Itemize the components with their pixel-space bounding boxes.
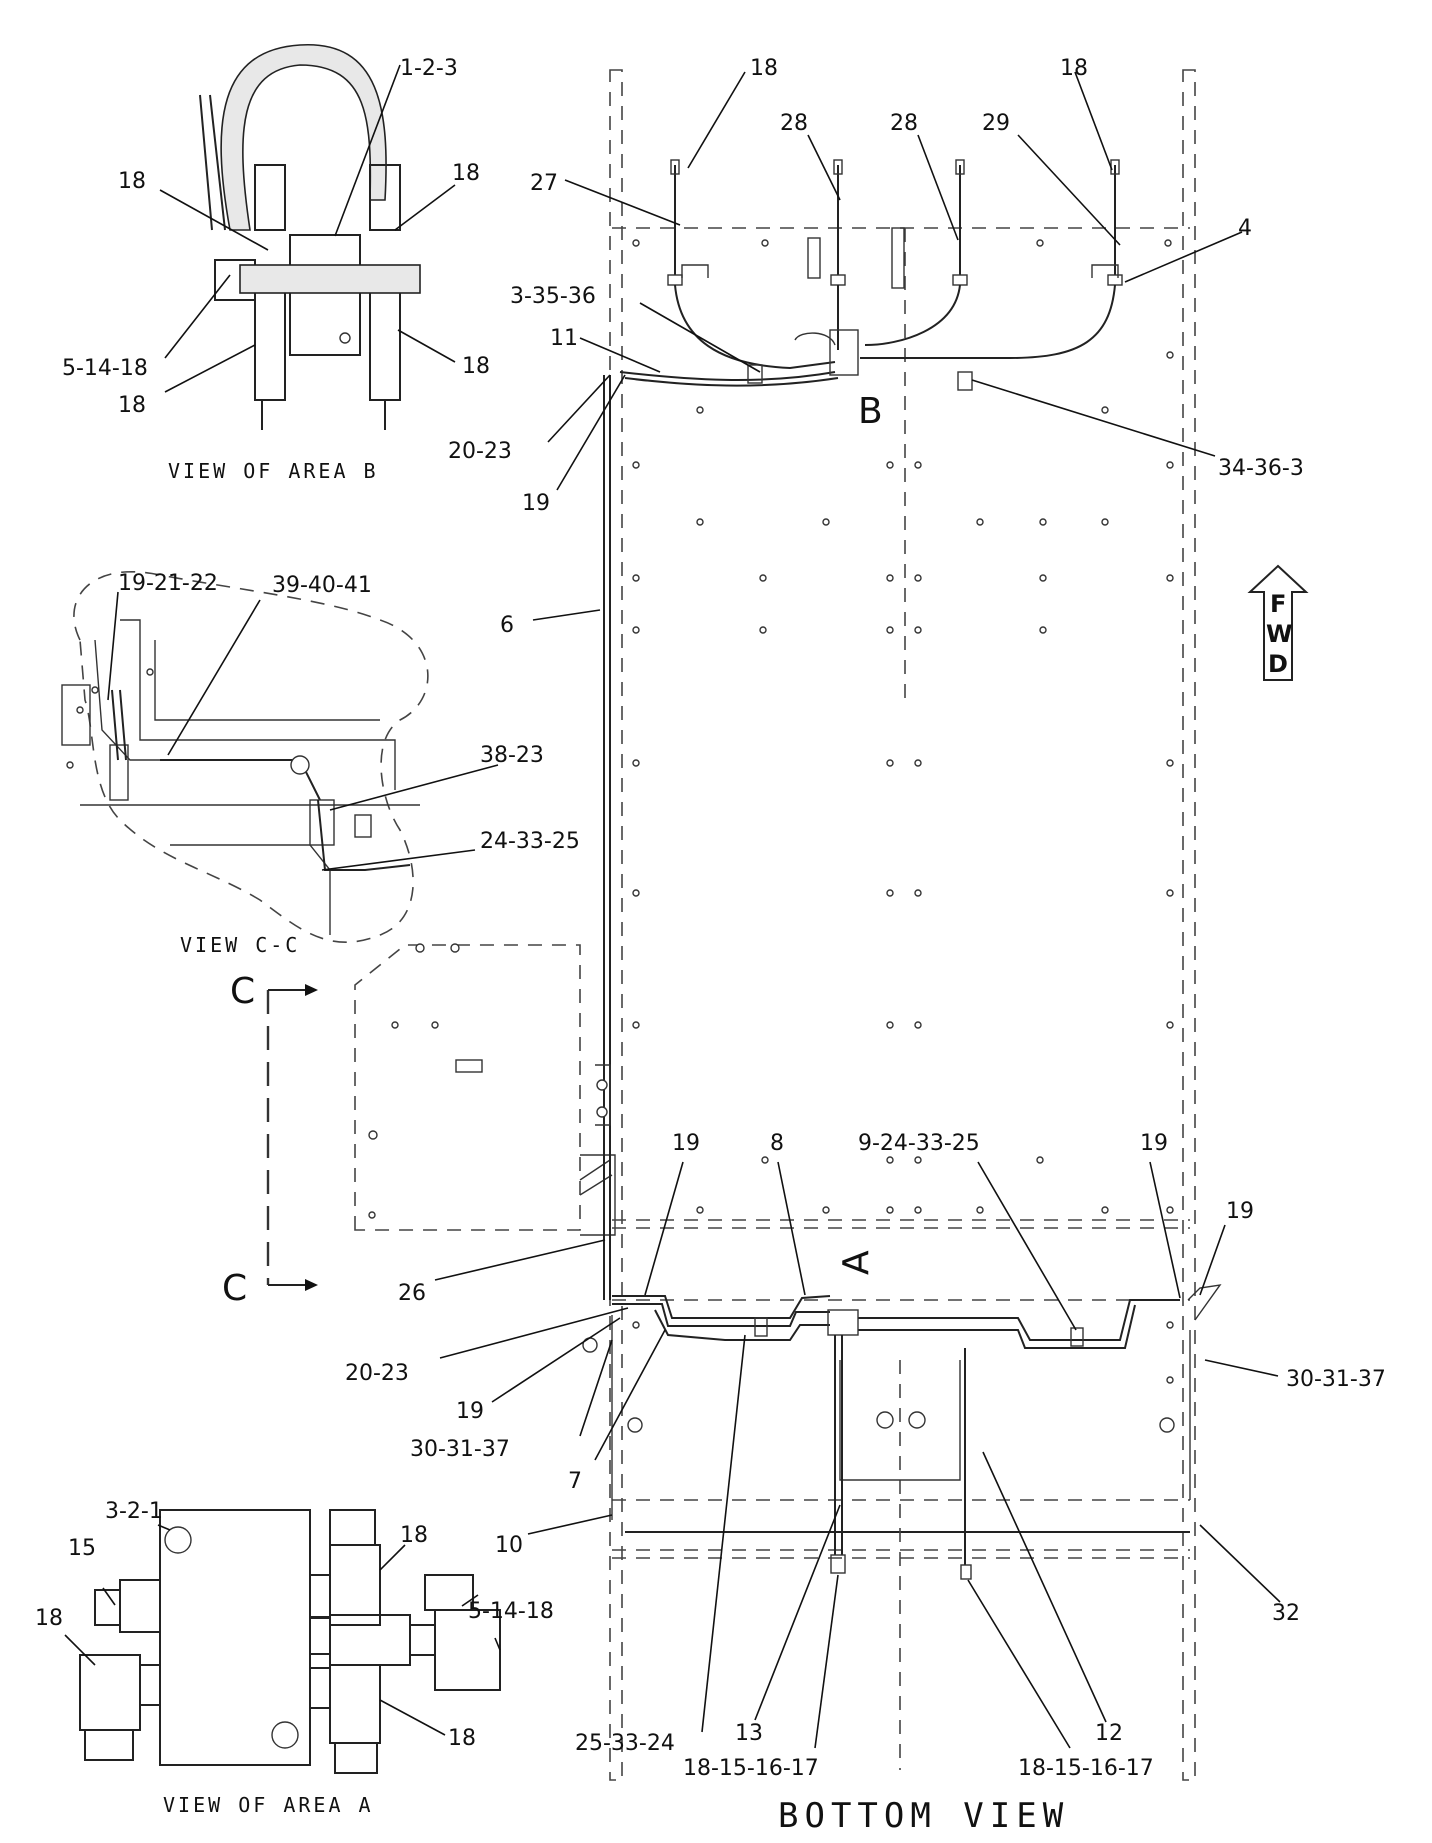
- view-area-b-caption: VIEW OF AREA B: [168, 459, 379, 483]
- callout-19: 19: [456, 1399, 484, 1424]
- bottom-view-frame: [595, 69, 1196, 1781]
- callout-6: 6: [500, 613, 514, 638]
- callout-18-15-16-17: 18-15-16-17: [683, 1756, 819, 1781]
- callout-28: 28: [890, 111, 918, 136]
- callout-19: 19: [1140, 1131, 1168, 1156]
- callout-11: 11: [550, 326, 578, 351]
- callout-20-23: 20-23: [345, 1361, 409, 1386]
- view-c-c-caption: VIEW C-C: [180, 933, 300, 957]
- section-marker-c-top: C: [230, 971, 255, 1012]
- callout-18: 18: [118, 169, 146, 194]
- callout-29: 29: [982, 111, 1010, 136]
- detail-view-area-b: 1-2-3 18 18 5-14-18 18 18 VIEW OF AREA B: [62, 44, 490, 483]
- callout-18: 18: [448, 1726, 476, 1751]
- callout-38-23: 38-23: [480, 743, 544, 768]
- callout-5-14-18: 5-14-18: [468, 1599, 554, 1624]
- callout-18: 18: [462, 354, 490, 379]
- callout-27: 27: [530, 171, 558, 196]
- callout-18: 18: [118, 393, 146, 418]
- callout-30-31-37: 30-31-37: [410, 1437, 510, 1462]
- callout-18: 18: [400, 1523, 428, 1548]
- callout-18-15-16-17: 18-15-16-17: [1018, 1756, 1154, 1781]
- callout-1-2-3: 1-2-3: [400, 56, 458, 81]
- detail-view-c-c: 19-21-22 39-40-41 38-23 24-33-25 VIEW C-…: [61, 570, 580, 957]
- callout-9-24-33-25: 9-24-33-25: [858, 1131, 980, 1156]
- fwd-letter-w: W: [1266, 620, 1292, 648]
- callout-12: 12: [1095, 1721, 1123, 1746]
- callout-32: 32: [1272, 1601, 1300, 1626]
- callout-26: 26: [398, 1281, 426, 1306]
- callout-19: 19: [522, 491, 550, 516]
- callout-15: 15: [68, 1536, 96, 1561]
- callout-19: 19: [1226, 1199, 1254, 1224]
- callout-5-14-18: 5-14-18: [62, 356, 148, 381]
- area-marker-b: B: [858, 391, 883, 432]
- callout-8: 8: [770, 1131, 784, 1156]
- callout-3-35-36: 3-35-36: [510, 284, 596, 309]
- callout-19: 19: [672, 1131, 700, 1156]
- callout-10: 10: [495, 1533, 523, 1558]
- callout-4: 4: [1238, 216, 1252, 241]
- callout-25-33-24: 25-33-24: [575, 1731, 675, 1756]
- callout-28: 28: [780, 111, 808, 136]
- callout-3-2-1: 3-2-1: [105, 1499, 163, 1524]
- detail-view-area-a: 3-2-1 15 18 18 5-14-18 18 VIEW OF AREA A: [35, 1499, 554, 1817]
- forward-arrow: F W D: [1247, 564, 1309, 681]
- section-marker-c-bottom: C: [222, 1268, 247, 1309]
- leaders-lower: [434, 1161, 1281, 1749]
- callout-7: 7: [568, 1469, 582, 1494]
- leaders-upper: [532, 71, 1243, 621]
- callout-18: 18: [750, 56, 778, 81]
- lower-hose-assembly: [582, 1284, 1222, 1580]
- callout-18: 18: [35, 1606, 63, 1631]
- upper-hose-assembly: [619, 159, 1123, 391]
- callout-13: 13: [735, 1721, 763, 1746]
- callout-18: 18: [1060, 56, 1088, 81]
- area-marker-a: A: [836, 1250, 877, 1275]
- callout-34-36-3: 34-36-3: [1218, 456, 1304, 481]
- side-panel: [354, 943, 616, 1236]
- callout-20-23: 20-23: [448, 439, 512, 464]
- callout-39-40-41: 39-40-41: [272, 573, 372, 598]
- view-area-a-caption: VIEW OF AREA A: [163, 1793, 374, 1817]
- callout-18: 18: [452, 161, 480, 186]
- fwd-letter-f: F: [1270, 590, 1286, 618]
- bottom-view-title: BOTTOM VIEW: [778, 1796, 1069, 1836]
- fwd-letter-d: D: [1268, 650, 1288, 678]
- callout-30-31-37: 30-31-37: [1286, 1367, 1386, 1392]
- frame-holes: [632, 239, 1174, 1384]
- section-line-c: C C: [222, 971, 318, 1309]
- callout-19-21-22: 19-21-22: [118, 571, 218, 596]
- callout-24-33-25: 24-33-25: [480, 829, 580, 854]
